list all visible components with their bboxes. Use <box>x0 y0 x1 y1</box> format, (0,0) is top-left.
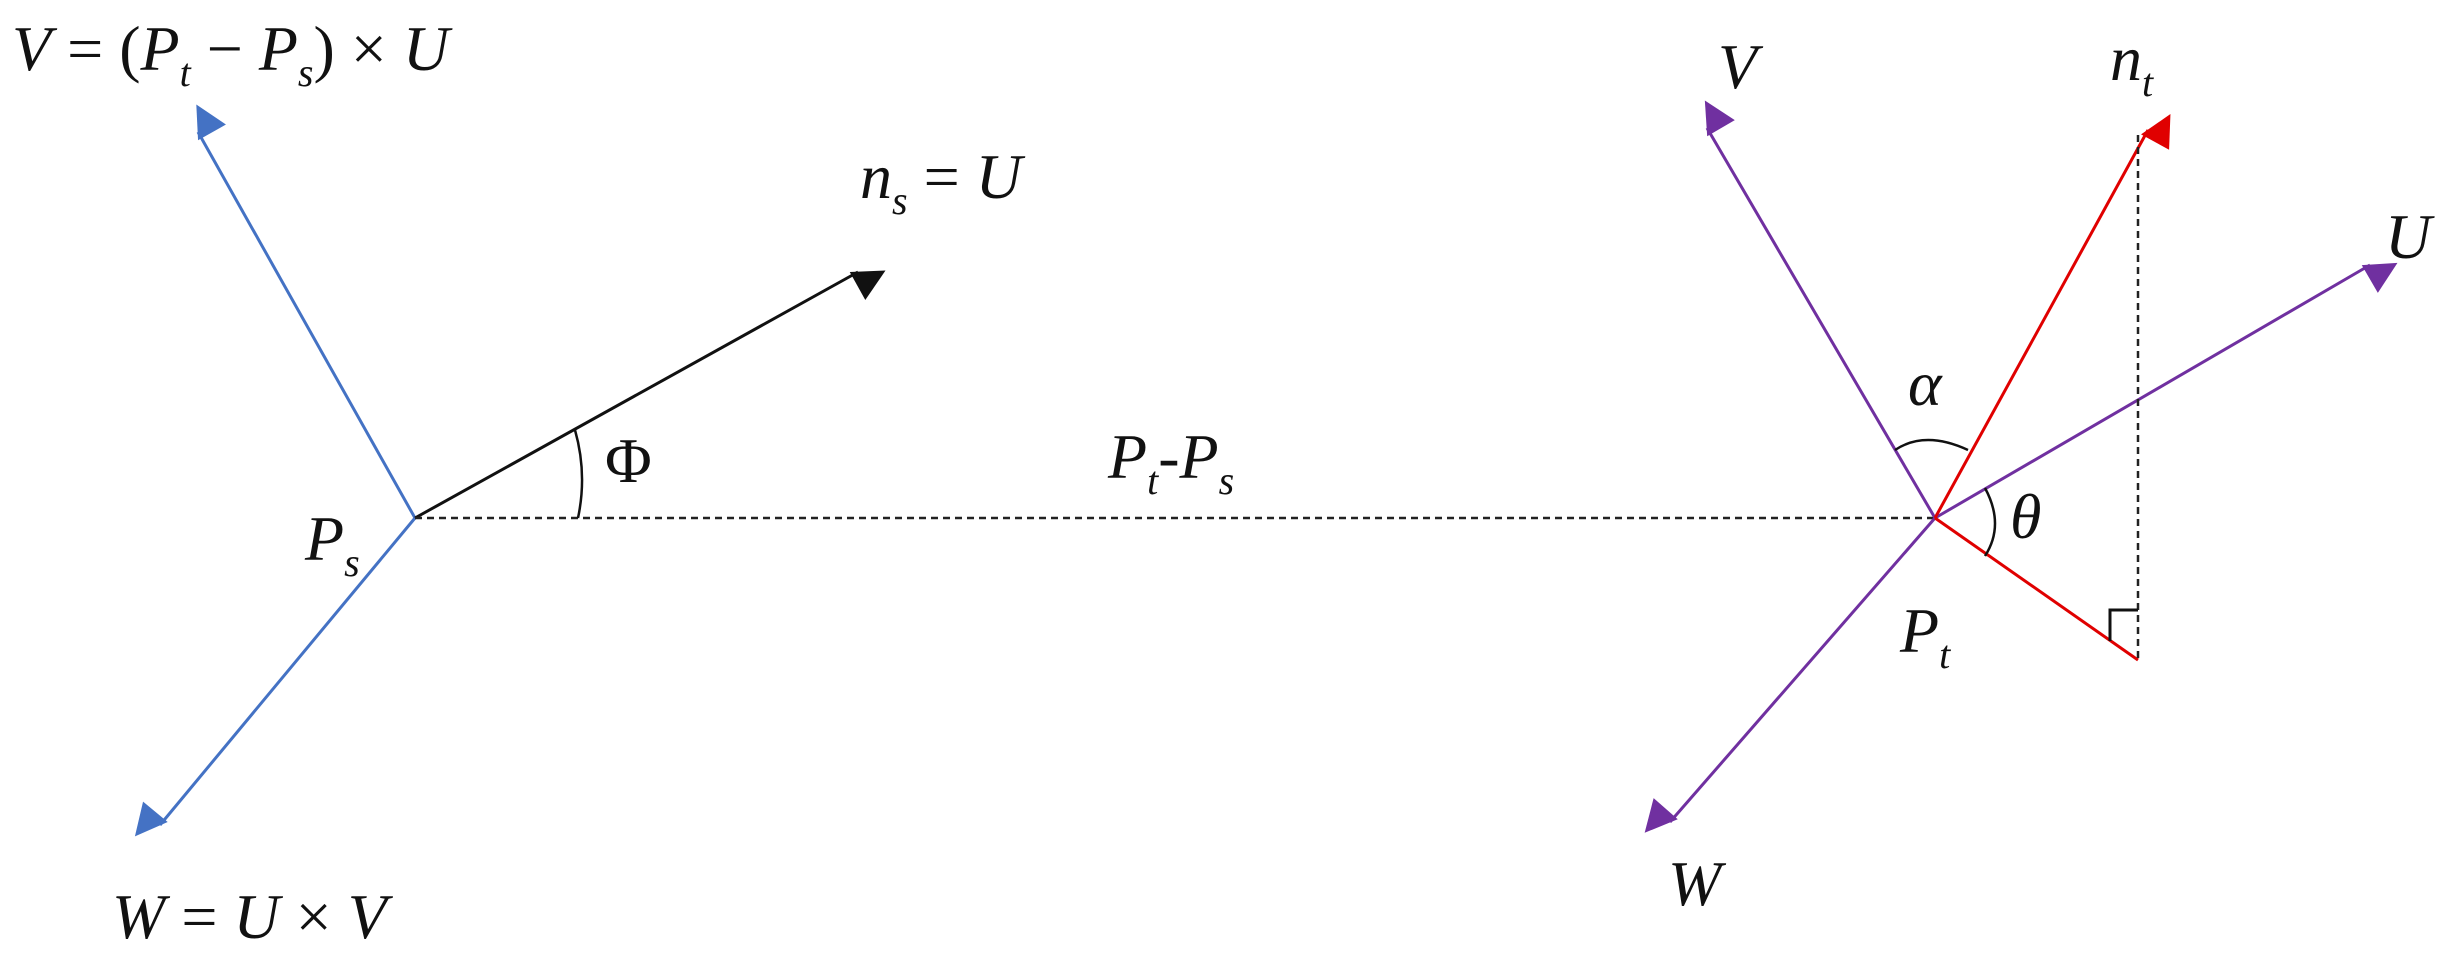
nt-vector <box>1933 114 2171 519</box>
u-right-label: U <box>2385 201 2435 272</box>
w-vector-left <box>134 517 417 837</box>
w-definition-label: W = U × V <box>112 881 394 952</box>
baseline-label: Pt-Ps <box>1107 421 1234 503</box>
nt-label: nt <box>2110 23 2154 105</box>
ns-vector <box>414 270 886 520</box>
v-vector-left <box>196 104 417 519</box>
ps-label: Ps <box>304 503 360 585</box>
alpha-label: α <box>1908 348 1943 419</box>
phi-angle-arc <box>573 429 584 519</box>
nt-projection-line <box>1934 516 2139 662</box>
w-vector-right <box>1644 517 1937 833</box>
right-angle-mark <box>2108 608 2138 641</box>
theta-label: θ <box>2010 481 2041 552</box>
w-right-label: W <box>1668 848 1727 919</box>
phi-label: Φ <box>605 425 652 496</box>
v-right-label: V <box>1718 31 1764 102</box>
v-vector-right <box>1704 100 1937 519</box>
pt-label: Pt <box>1899 595 1951 677</box>
theta-angle-arc <box>1983 487 1997 557</box>
ns-definition-label: ns = U <box>860 141 1026 223</box>
u-vector-right <box>1934 262 2398 520</box>
v-definition-label: V = (Pt − Ps) × U <box>12 13 453 95</box>
alpha-angle-arc <box>1894 438 1969 452</box>
